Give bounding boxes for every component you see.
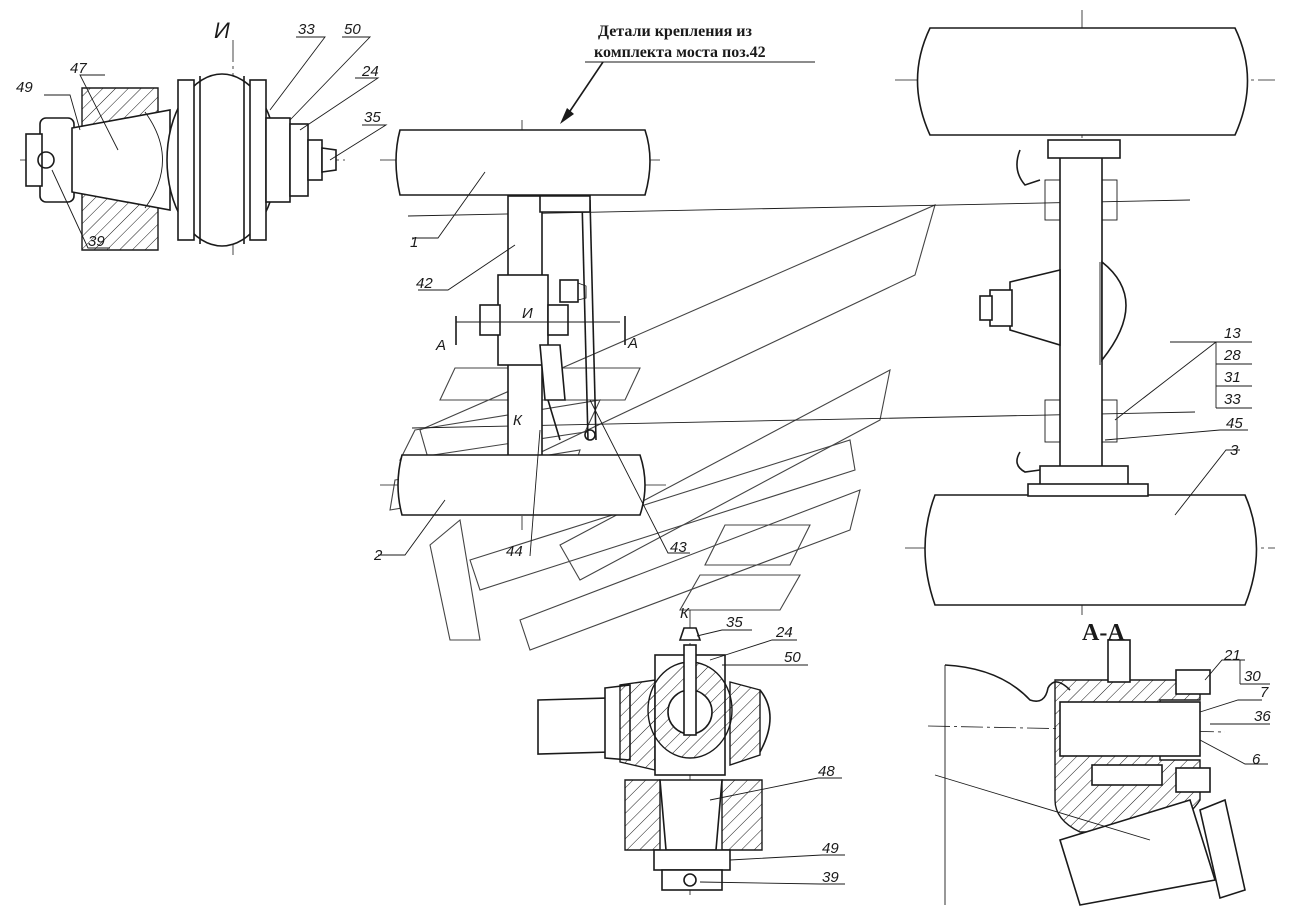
callout-36: 36 [1254,708,1271,725]
callout-39-top: 39 [88,233,105,250]
callout-48: 48 [818,763,835,780]
callout-2: 2 [373,547,383,564]
section-aa-title: А-А [1082,620,1125,646]
callout-49-k: 49 [822,840,839,857]
callout-1: 1 [410,234,418,251]
callout-6: 6 [1252,751,1261,768]
callout-50-k: 50 [784,649,801,666]
callout-35-k: 35 [726,614,743,631]
view-i-title: И [214,18,230,43]
callout-13: 13 [1224,325,1241,342]
callout-39-k: 39 [822,869,839,886]
callout-33-top: 33 [298,21,315,38]
view-k-section [537,610,845,895]
callout-33-right: 33 [1224,391,1241,408]
callout-49-top: 49 [16,79,33,96]
side-view [895,10,1275,615]
cut-mark-right: А [627,335,638,352]
callout-21: 21 [1223,647,1241,664]
callout-28: 28 [1223,347,1241,364]
callout-42: 42 [416,275,433,292]
callout-31: 31 [1224,369,1241,386]
callout-47: 47 [70,60,87,77]
callout-7: 7 [1260,684,1269,701]
callout-30: 30 [1244,668,1261,685]
watermark-logo [389,204,936,651]
callout-24-top: 24 [361,63,379,80]
callout-44: 44 [506,543,523,560]
note-line-2: комплекта моста поз.42 [594,44,766,61]
cut-mark-left: А [435,337,446,354]
callout-43: 43 [670,539,687,556]
view-i-center-mark: И [522,305,533,322]
callout-24-k: 24 [775,624,793,641]
section-aa [927,639,1270,906]
view-k-mark: К [513,412,523,429]
callout-35-top: 35 [364,109,381,126]
view-i-hub [20,36,388,255]
callout-50-top: 50 [344,21,361,38]
note-line-1: Детали крепления из [598,23,753,40]
view-k-title: К [680,605,690,622]
callout-3: 3 [1230,442,1239,459]
callout-45: 45 [1226,415,1243,432]
